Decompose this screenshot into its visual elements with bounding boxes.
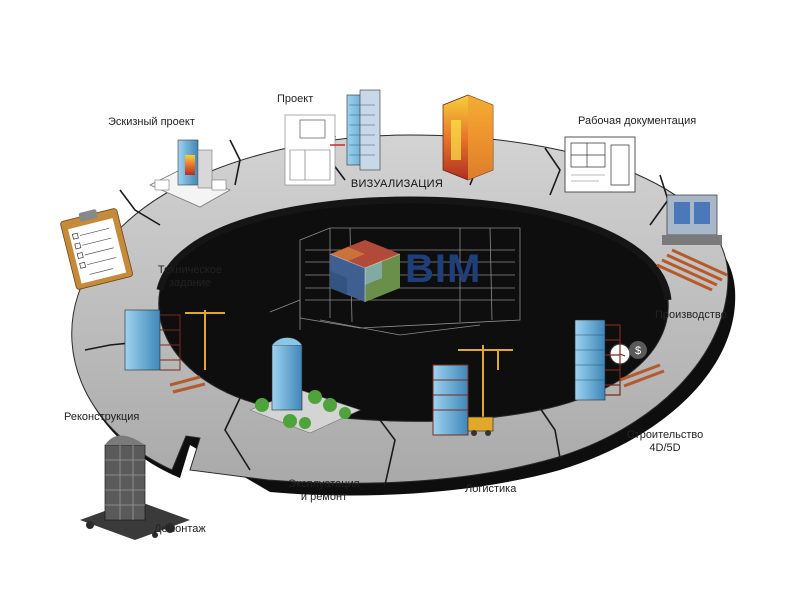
- stage-label-operation-line1: Эксплуатация: [288, 478, 360, 490]
- lifecycle-ring: [71, 134, 736, 496]
- visualization-ring-label: ВИЗУАЛИЗАЦИЯ: [350, 178, 444, 190]
- construction-site-icon: [574, 319, 621, 401]
- stage-label-operation: Эксплуатация и ремонт: [282, 478, 366, 504]
- stage-label-reconstruction: Реконструкция: [64, 411, 140, 423]
- construction-building-icon: [124, 309, 225, 394]
- stage-label-project: Проект: [277, 93, 314, 105]
- stage-label-tech-task: Техническое задание: [150, 264, 230, 290]
- demolition-icon: [80, 435, 190, 540]
- heatmap-building-icon: [442, 94, 494, 181]
- stage-label-construction: Строительство 4D/5D: [620, 429, 710, 455]
- stage-label-logistics: Логистика: [465, 483, 517, 495]
- stage-label-sketch: Эскизный проект: [108, 116, 195, 128]
- stage-label-production: Производство: [655, 309, 727, 321]
- stage-label-operation-line2: и ремонт: [300, 491, 348, 503]
- factory-icon: [656, 194, 728, 292]
- stage-label-tech-task-line2: задание: [168, 277, 212, 289]
- blueprint-icon: [564, 136, 636, 193]
- stage-label-construction-line2: 4D/5D: [649, 442, 681, 454]
- stage-label-working-docs: Рабочая документация: [578, 115, 697, 127]
- project-drawing-icon: [284, 89, 381, 186]
- clipboard-checklist-icon: [60, 208, 133, 290]
- stage-label-construction-line1: Строительство: [626, 429, 704, 441]
- bim-cube-logo-icon: [329, 240, 401, 302]
- coin-clock-icon: $: [609, 341, 665, 388]
- svg-text:$: $: [635, 345, 641, 357]
- stage-label-demolition: Демонтаж: [154, 523, 206, 535]
- stage-label-tech-task-line1: Техническое: [157, 264, 223, 276]
- city-block-icon: [249, 337, 361, 434]
- bim-logo-text: BIM: [405, 247, 482, 291]
- sketch-model-icon: [149, 139, 231, 208]
- crane-building-icon: [432, 345, 513, 436]
